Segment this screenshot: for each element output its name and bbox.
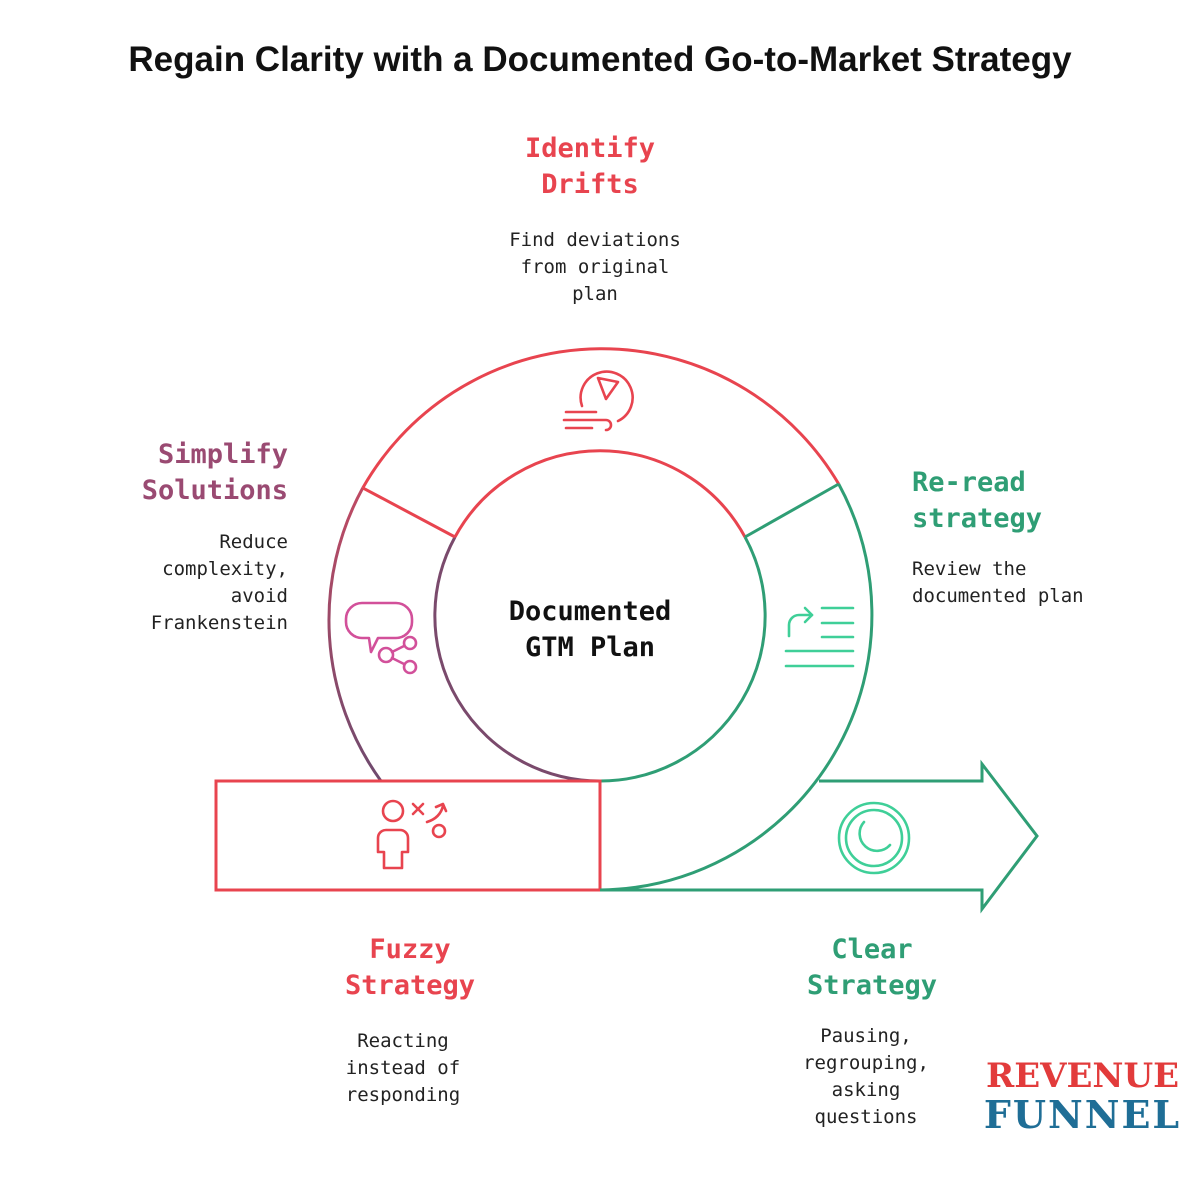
simplify-solutions-desc: Reduce complexity, avoid Frankenstein (60, 529, 288, 637)
clear-desc-line: questions (814, 1106, 918, 1128)
ring-segment-identify (361, 347, 840, 489)
reread-strategy-desc: Review the documented plan (912, 556, 1172, 610)
simplify-title-line1: Simplify (157, 439, 288, 470)
identify-drifts-title: Identify Drifts (440, 131, 740, 203)
fuzzy-strategy-title: Fuzzy Strategy (260, 932, 560, 1004)
fuzzy-desc-line: instead of (345, 1057, 461, 1079)
list-return-icon (784, 606, 855, 668)
simplify-desc-line: Frankenstein (150, 612, 288, 634)
inner-ring-top (453, 449, 747, 538)
reread-desc-line: documented plan (912, 585, 1084, 607)
simplify-title-line2: Solutions (141, 475, 288, 506)
divider-right (744, 482, 840, 539)
clear-title-line2: Strategy (806, 970, 938, 1001)
center-line1: Documented (508, 596, 672, 627)
identify-drifts-desc: Find deviations from original plan (445, 227, 745, 308)
simplify-desc-line: avoid (230, 585, 288, 607)
ring-segment-simplify (327, 487, 383, 782)
clear-desc-line: asking (831, 1079, 901, 1101)
moon-circle-icon (837, 801, 911, 875)
fuzzy-title-line2: Strategy (344, 970, 476, 1001)
logo-revenue: REVENUE (985, 1056, 1180, 1096)
clear-desc-line: regrouping, (803, 1052, 929, 1074)
chat-share-icon (344, 601, 418, 675)
reread-title-line1: Re-read (912, 467, 1026, 498)
identify-title-line1: Identify (524, 133, 656, 164)
inner-ring-right (599, 536, 767, 783)
identify-desc-line: Find deviations (509, 229, 681, 251)
ring-segment-reread (599, 483, 874, 892)
navigation-wind-icon (562, 370, 634, 432)
simplify-desc-line: Reduce (219, 531, 288, 553)
center-label: Documented GTM Plan (440, 594, 740, 666)
inner-ring-left (433, 536, 601, 783)
simplify-solutions-title: Simplify Solutions (60, 437, 288, 509)
logo-funnel: FUNNEL (983, 1092, 1182, 1137)
identify-desc-line: from original (520, 256, 670, 278)
clear-strategy-arrow (600, 759, 1039, 914)
center-line2: GTM Plan (524, 632, 656, 663)
reread-desc-line: Review the (912, 558, 1027, 580)
fuzzy-desc-line: Reacting (357, 1030, 449, 1052)
clear-strategy-title: Clear Strategy (722, 932, 1022, 1004)
reread-strategy-title: Re-read strategy (912, 465, 1172, 537)
divider-left (362, 486, 456, 539)
person-strategy-icon (376, 799, 448, 870)
clear-title-line1: Clear (831, 934, 913, 965)
fuzzy-title-line1: Fuzzy (369, 934, 451, 965)
page-title: Regain Clarity with a Documented Go-to-M… (128, 40, 1072, 79)
identify-title-line2: Drifts (541, 169, 639, 200)
clear-desc-line: Pausing, (820, 1025, 912, 1047)
reread-title-line2: strategy (912, 503, 1043, 534)
simplify-desc-line: complexity, (162, 558, 288, 580)
identify-desc-line: plan (572, 283, 618, 305)
clear-strategy-desc: Pausing, regrouping, asking questions (716, 1023, 1016, 1131)
fuzzy-strategy-desc: Reacting instead of responding (253, 1028, 553, 1109)
fuzzy-desc-line: responding (345, 1084, 461, 1106)
